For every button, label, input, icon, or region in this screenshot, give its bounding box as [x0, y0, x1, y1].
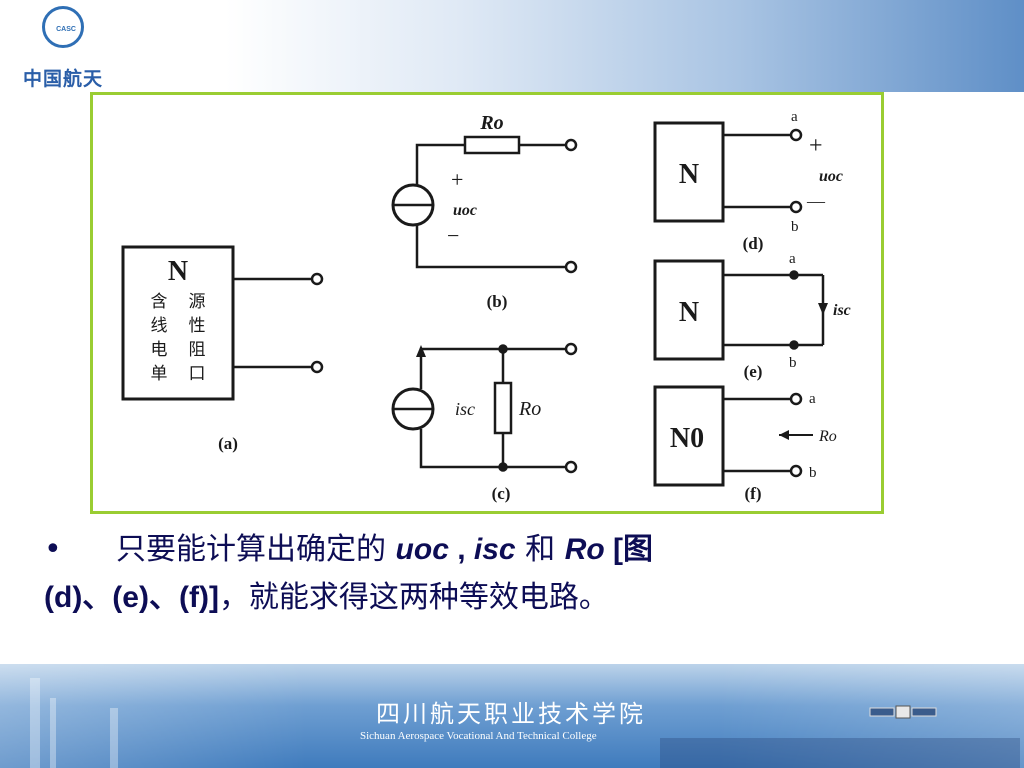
rocket-tower-decoration: [30, 678, 40, 768]
b-source-label: uoc: [453, 202, 477, 219]
logo-text: 中国航天: [22, 68, 103, 90]
text-uoc: uoc: [395, 533, 449, 566]
diagram-a: N 含 线 电 单 源 性 阻 口 (a): [121, 245, 324, 453]
footer-band: 四川航天职业技术学院 Sichuan Aerospace Vocational …: [0, 664, 1024, 768]
d-minus: —: [806, 191, 826, 211]
f-terminal-a: a: [809, 391, 816, 407]
e-terminal-b: b: [789, 355, 797, 371]
e-terminal-a: a: [789, 251, 796, 267]
c-source-label: isc: [455, 399, 475, 419]
college-name-english: Sichuan Aerospace Vocational And Technic…: [360, 730, 597, 742]
c-resistor-label: Ro: [518, 398, 541, 420]
a-box-text: 含: [151, 292, 168, 311]
a-box-text: 电: [151, 340, 168, 359]
caption-d: (d): [743, 234, 764, 253]
d-terminal-b: b: [791, 219, 799, 235]
text-and: 和: [515, 532, 565, 567]
caption-a: (a): [218, 434, 238, 453]
d-label: uoc: [819, 168, 843, 185]
text-comma: ,: [448, 533, 474, 566]
text-isc: isc: [473, 533, 516, 566]
d-plus: +: [809, 133, 823, 159]
a-box-text: 性: [189, 316, 206, 335]
logo-badge-text: CASC: [56, 26, 76, 33]
diagram-b: Ro + uoc − (b): [391, 112, 578, 311]
caption-e: (e): [744, 362, 763, 381]
casc-emblem-icon: CASC: [42, 6, 84, 48]
caption-f: (f): [745, 484, 762, 503]
e-box-label: N: [679, 297, 699, 328]
college-name: 四川航天职业技术学院: [376, 700, 646, 728]
circuit-diagram: N 含 线 电 单 源 性 阻 口 (a) Ro + uoc − (b): [121, 109, 851, 503]
text-seg1: 只要能计算出确定的: [116, 532, 396, 567]
a-box-text: 线: [151, 316, 168, 335]
b-plus: +: [451, 167, 463, 192]
diagram-f: N0 a b Ro (f): [653, 385, 837, 503]
diagram-d: N a b + uoc — (d): [653, 109, 843, 253]
diagram-e: N a b isc (e): [653, 251, 851, 381]
a-box-text: 阻: [189, 340, 206, 359]
caption-c: (c): [492, 484, 511, 503]
caption-b: (b): [487, 292, 508, 311]
header-band: [0, 0, 1024, 92]
b-minus: −: [447, 223, 459, 248]
d-box-label: N: [679, 159, 699, 190]
e-label: isc: [833, 302, 851, 319]
a-box-title: N: [168, 256, 188, 287]
casc-logo: CASC 中国航天: [18, 6, 108, 90]
f-box-label: N0: [670, 423, 704, 454]
text-ro: Ro: [564, 533, 605, 566]
a-box-text: 源: [189, 292, 206, 311]
text-line2b: ，就能求得这两种等效电路。: [218, 580, 609, 615]
footer-overlay: [0, 664, 1024, 768]
f-label: Ro: [818, 428, 837, 445]
text-seg2: [图: [604, 533, 654, 566]
b-resistor-label: Ro: [479, 112, 503, 134]
bullet: •: [44, 532, 62, 567]
a-box-text: 口: [189, 364, 206, 383]
text-line2a: (d)、(e)、(f)]: [44, 581, 219, 614]
rocket-tower-decoration: [50, 698, 56, 768]
circuit-diagram-frame: N 含 线 电 单 源 性 阻 口 (a) Ro + uoc − (b): [90, 92, 884, 514]
body-paragraph: • 只要能计算出确定的 uoc , isc 和 Ro [图 (d)、(e)、(f)…: [44, 526, 964, 622]
diagram-c: isc Ro (c): [391, 342, 578, 503]
rocket-tower-decoration: [110, 708, 118, 768]
satellite-icon: [869, 705, 937, 719]
f-terminal-b: b: [809, 465, 817, 481]
a-box-text: 单: [151, 364, 168, 383]
d-terminal-a: a: [791, 109, 798, 125]
great-wall-decoration: [660, 738, 1020, 768]
